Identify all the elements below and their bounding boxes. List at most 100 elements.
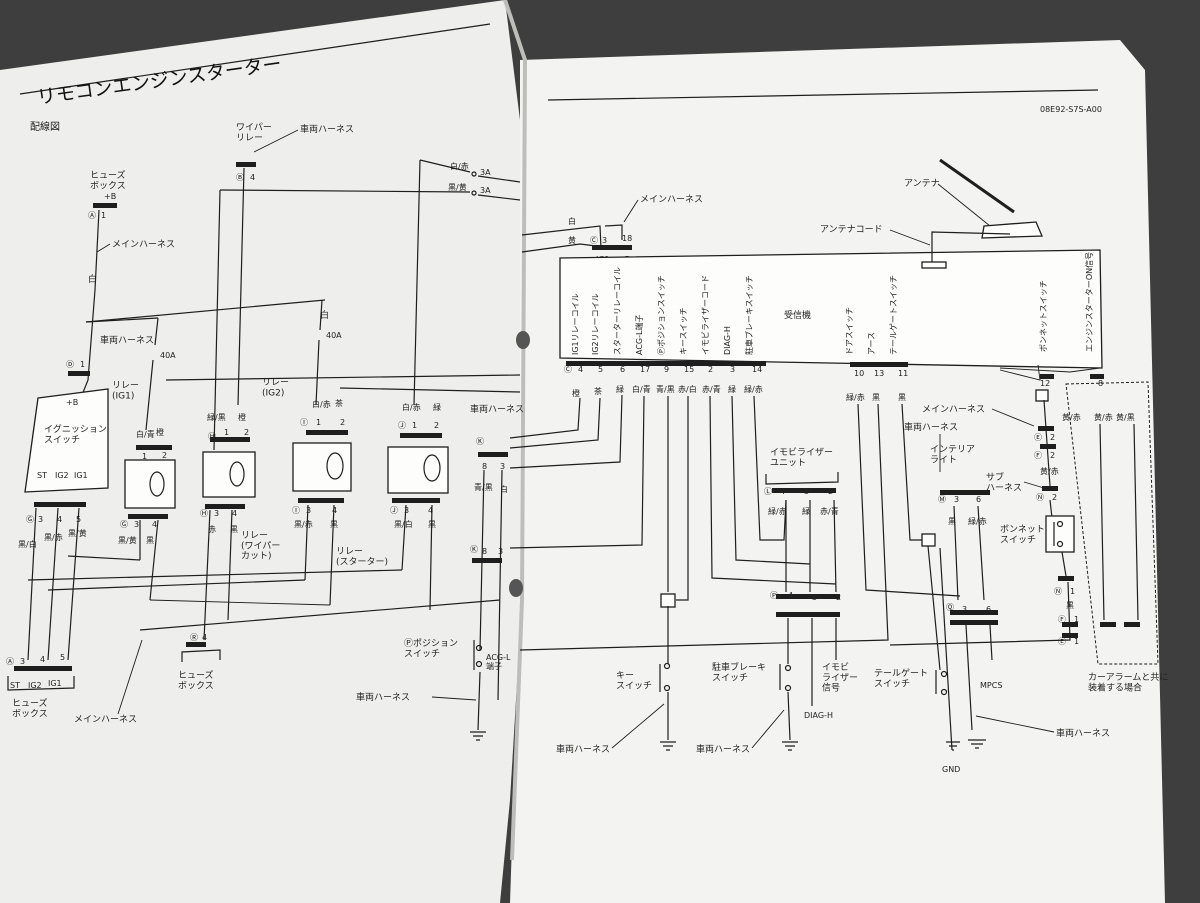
conn-q-pin-3: 3 [962, 605, 967, 614]
wire-top-bus-1 [165, 374, 521, 381]
ig-pin-3: 3 [38, 515, 43, 524]
tailgate-switch-label: テールゲートスイッチ [874, 667, 928, 689]
antenna-plug [921, 261, 947, 269]
ig-term-ig1: IG1 [74, 471, 88, 480]
immobilizer-signal-label: イモビライザー信号 [822, 662, 858, 694]
receiver-wire: 青/黒 [656, 384, 675, 394]
ig-term-ig2: IG2 [55, 471, 69, 480]
conn-q-pin-6: 6 [986, 605, 991, 614]
receiver-pin-labels: IG1リレーコイル IG2リレーコイル スターターリレーコイル ACG-L端子 … [571, 252, 1094, 355]
leader [889, 229, 931, 246]
wire-3a-1 [419, 159, 521, 183]
fuse-top-pin: 1 [101, 211, 106, 220]
conn-pin8 [1090, 374, 1104, 379]
receiver-right-wire: 黒 [898, 393, 906, 402]
leader [991, 408, 1035, 427]
wire-white-2: 白 [320, 309, 329, 321]
relay-ig1-bot-conn [128, 514, 168, 519]
receiver-pin: 4 [578, 365, 583, 374]
conn-k-pin-8: 8 [482, 462, 487, 471]
receiver-wire: 赤/白 [678, 384, 697, 394]
receiver-wire: 茶 [594, 386, 602, 396]
receiver-box [559, 249, 1103, 369]
conn-l-label: Ⓛ [764, 487, 772, 496]
ground-symbol [946, 741, 960, 751]
binder-hole [509, 579, 523, 597]
conn-n-top-label: Ⓝ [1036, 493, 1044, 502]
diagram-subtitle: 配線図 [30, 120, 60, 133]
conn-k: Ⓚ [476, 437, 484, 446]
relay-st-pin-4: 4 [428, 506, 433, 515]
header-rule [547, 89, 1099, 101]
wire-40a-2 [315, 299, 323, 406]
conn-l-wire-1: 緑/赤 [768, 506, 787, 516]
splice-box-3 [1035, 389, 1049, 402]
ground-symbol [782, 741, 798, 751]
receiver-wire: 緑 [728, 384, 736, 394]
relay-wiper-pin-4: 4 [232, 509, 237, 518]
conn-q-mate [950, 620, 998, 625]
conn-f-top-pin: 2 [1050, 451, 1055, 460]
wire-pin17 [509, 395, 645, 549]
alarm-conn-2 [1124, 622, 1140, 627]
wire-fuse-to-ignition [79, 209, 100, 401]
conn-e-top-pin: 2 [1050, 433, 1055, 442]
wire-40a-1 [145, 317, 159, 431]
receiver-label: 受信機 [784, 309, 811, 321]
ig-bottom-connector [34, 502, 86, 507]
wire-ground-bus [139, 599, 501, 631]
leader [253, 129, 299, 153]
wire-bonnet-ground [889, 551, 1071, 646]
wire-alarm [1099, 423, 1139, 621]
wiper-relay-label: ワイパーリレー [236, 122, 272, 143]
ignition-switch-label: イグニッションスイッチ [44, 423, 107, 445]
leader [1023, 481, 1045, 489]
receiver-pin: 9 [664, 365, 669, 374]
interior-light-label: インテリアライト [930, 444, 975, 465]
relay-ig2-pin-3: 3 [306, 506, 311, 515]
receiver-pin: 17 [640, 365, 650, 374]
antenna-cord [931, 231, 1011, 266]
conn-pin12 [1040, 374, 1054, 379]
bottom-term-st: ST [10, 681, 20, 690]
relay-st-wire-2: 緑 [433, 402, 441, 412]
bonnet-switch-label: ボンネットスイッチ [1000, 524, 1045, 545]
wire-pin6 [509, 394, 623, 469]
relay-ig1-coil [149, 471, 165, 497]
relay-starter [387, 446, 449, 494]
ignition-switch-box [24, 388, 109, 493]
leader [611, 703, 665, 749]
ig-pin-4: 4 [57, 515, 62, 524]
relay-ig2-wire-3: 黒/赤 [294, 520, 313, 529]
receiver-label-ig1-coil: IG1リレーコイル [571, 293, 580, 355]
conn-d-label: Ⓓ [66, 360, 74, 369]
wire-black-r: 黒 [1066, 601, 1074, 610]
relay-ig1 [124, 459, 176, 509]
relay-ig1-wire-3: 黒/黄 [118, 535, 137, 545]
relay-wiper-bot-conn [205, 504, 245, 509]
conn-l-pin-3: 3 [804, 487, 809, 496]
relay-st-wire-3: 黒/白 [394, 519, 413, 529]
wire-pin15 [676, 396, 689, 601]
fuse-40a-2: 40A [326, 331, 342, 340]
wire-tailgate-sw [927, 545, 941, 671]
conn-r [186, 642, 206, 647]
receiver-wire: 緑/赤 [744, 384, 763, 394]
relay-ig2-pin-2: 2 [340, 418, 345, 427]
relay-wiper-label: リレー(ワイパーカット) [241, 531, 280, 562]
conn-l-wire-2: 緑 [802, 506, 810, 516]
k-wire-2: 白 [500, 484, 508, 494]
right-page-content: 08E92-S7S-A00 メインハーネス 白 黄 Ⓒ 3 18 IG1 +B … [509, 89, 1168, 774]
receiver-wire: 緑 [616, 384, 624, 394]
bottom-pin-4: 4 [40, 655, 45, 664]
leader [623, 199, 639, 223]
fuse-3a-1-symbol [471, 171, 477, 177]
relay-wiper [202, 451, 256, 498]
book-gutter [503, 0, 528, 861]
immobilizer-unit-label: イモビライザーユニット [770, 447, 833, 468]
wire-top-bus-2 [339, 387, 521, 393]
antenna-rod [939, 158, 1015, 214]
conn-p [776, 594, 840, 599]
relay-ig2-conn-i2: Ⓘ [292, 506, 300, 515]
